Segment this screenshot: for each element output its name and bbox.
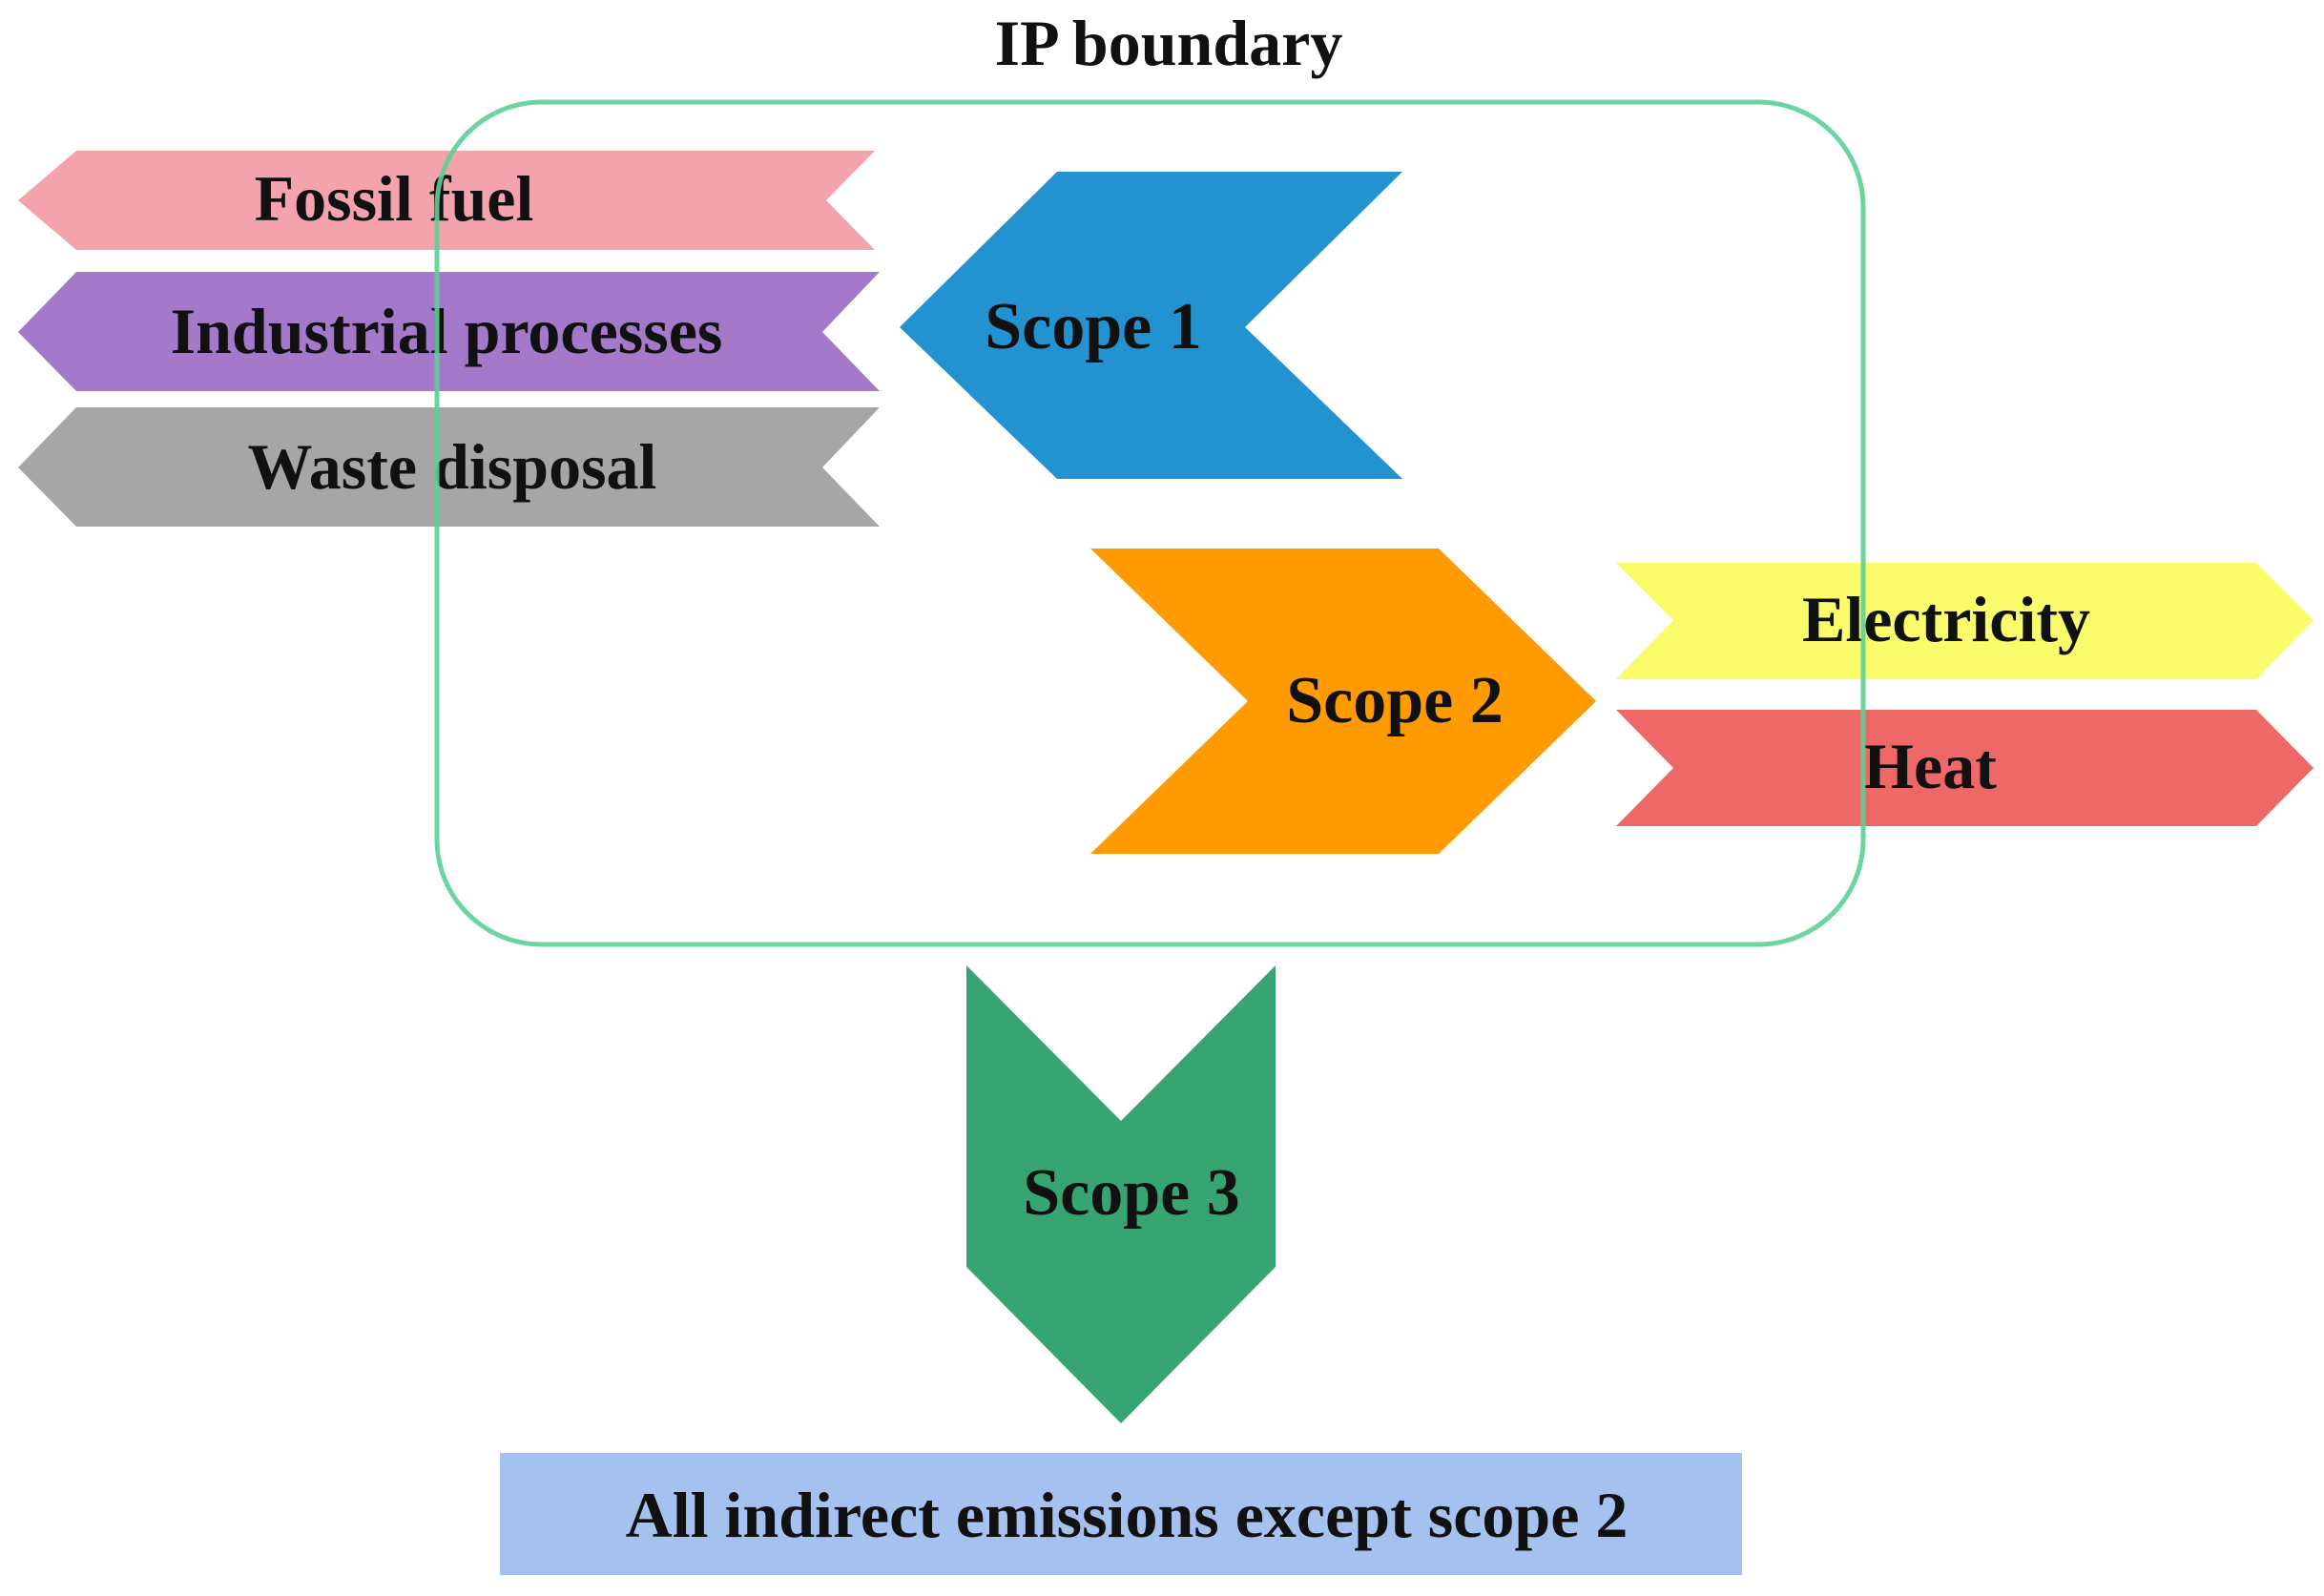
ip-boundary-title: IP boundary [995,7,1343,79]
heat-label: Heat [1863,730,1997,802]
scope3-chevron [966,965,1276,1423]
scope3-note-box [500,1453,1742,1575]
ip-boundary-box [434,99,1866,947]
waste-disposal-label: Waste disposal [248,430,657,503]
fossil-fuel-label: Fossil fuel [255,162,534,235]
scope3-note-label: All indirect emissions except scope 2 [626,1479,1629,1551]
scope1-label: Scope 1 [985,290,1202,363]
industrial-processes-label: Industrial processes [171,295,723,367]
scope3-label: Scope 3 [1023,1156,1240,1230]
scope1-chevron [900,172,1402,479]
scope2-label: Scope 2 [1286,664,1504,737]
waste-disposal-arrow [18,407,880,527]
scope2-chevron [1090,549,1596,854]
industrial-processes-arrow [18,272,880,391]
electricity-label: Electricity [1802,583,2090,655]
fossil-fuel-arrow [18,151,875,250]
electricity-arrow [1616,563,2314,679]
heat-arrow [1616,710,2314,826]
